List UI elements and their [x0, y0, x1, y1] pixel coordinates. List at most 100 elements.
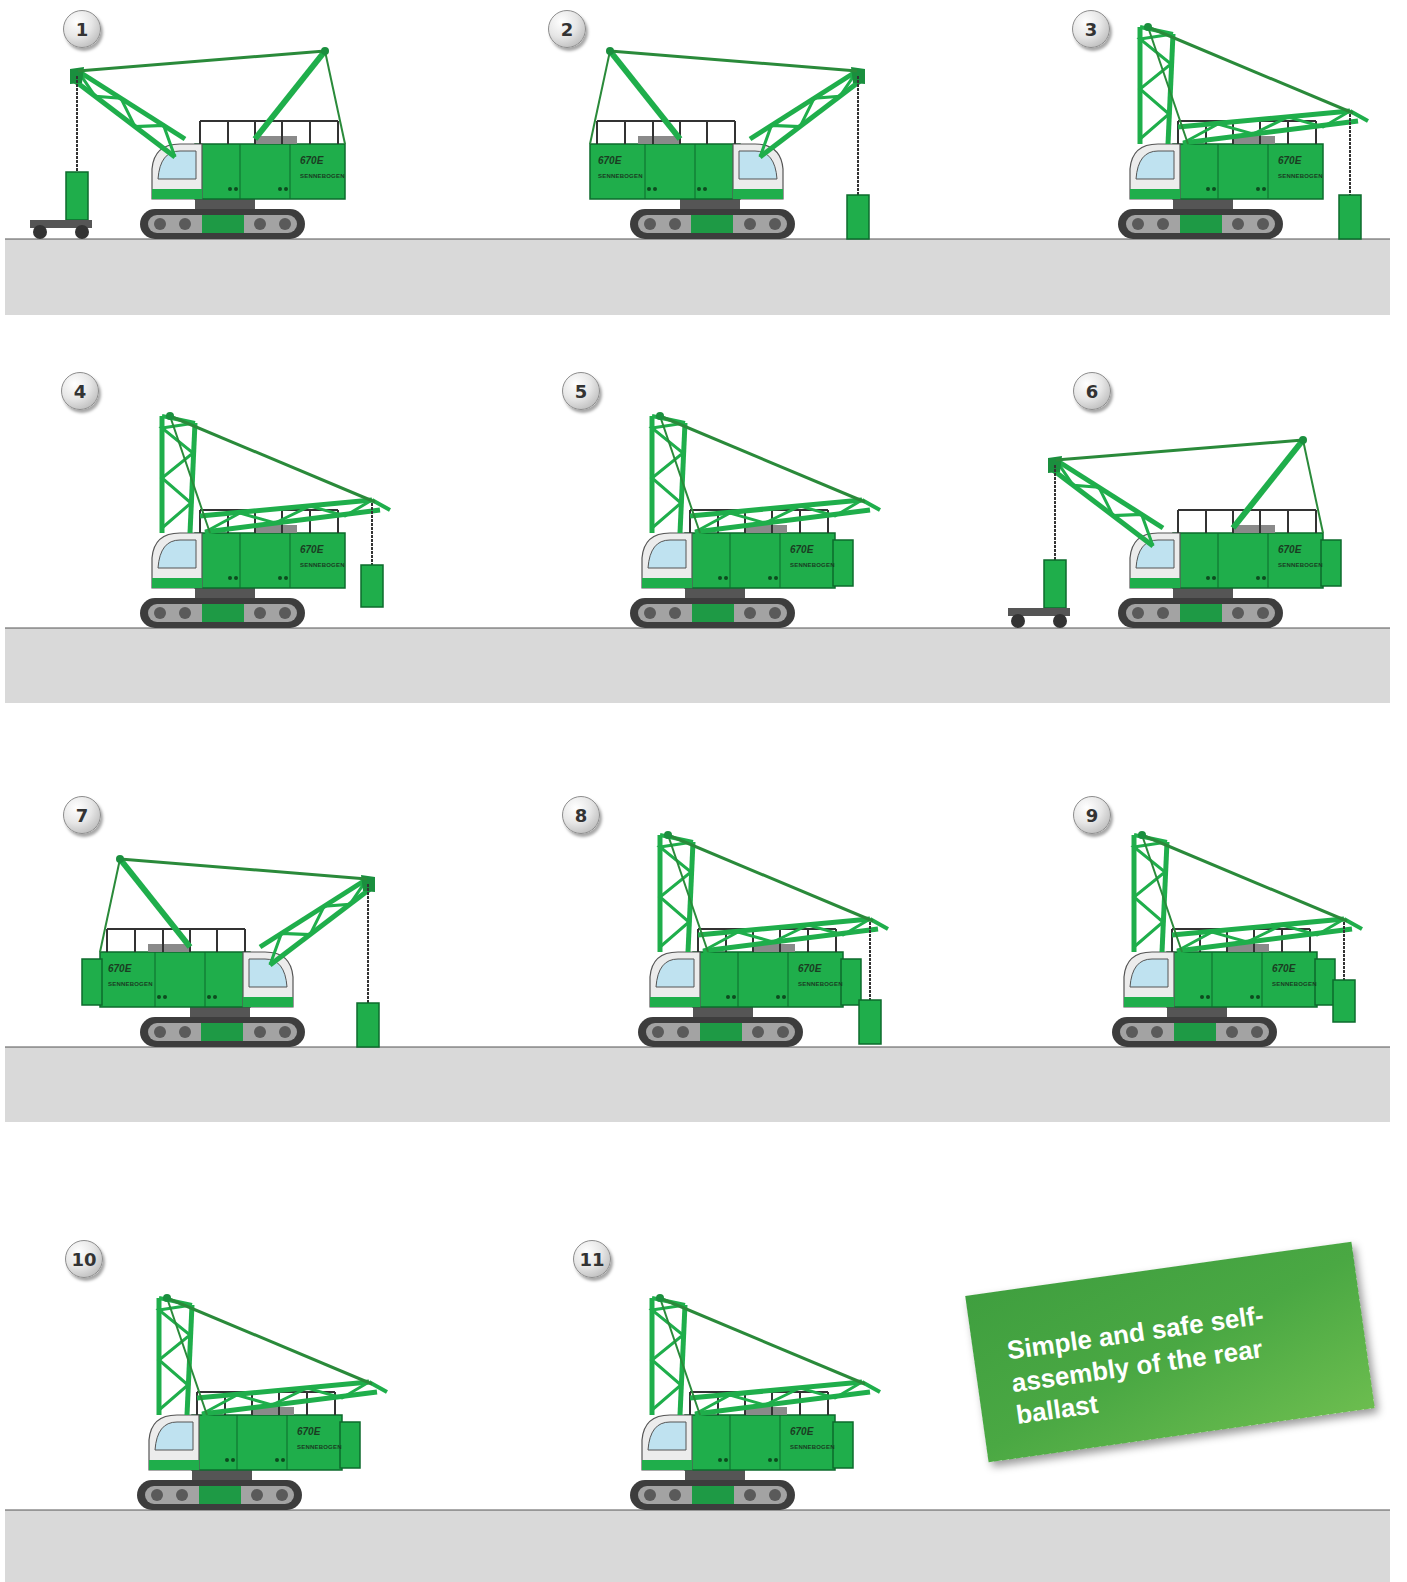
crane-part: [1054, 465, 1056, 560]
crane-part: [642, 1392, 835, 1470]
crane: [82, 855, 375, 1047]
model-mark: 670E: [300, 155, 323, 166]
step-number: 7: [63, 796, 101, 834]
crane-part: [1118, 588, 1283, 628]
crane-part: [5, 1047, 1390, 1122]
crane: [638, 831, 888, 1047]
crane-part: [82, 959, 102, 1005]
brand-mark: SENNEBOGEN: [108, 981, 153, 987]
step-number: 8: [562, 796, 600, 834]
banner-text: Simple and safe self-assembly of the rea…: [1005, 1290, 1337, 1431]
crane-part: [140, 588, 305, 628]
model-mark: 670E: [1272, 963, 1295, 974]
step-label: 7: [76, 805, 89, 826]
crane-part: [149, 1392, 342, 1470]
crane-part: [70, 47, 345, 157]
step-label: 9: [1086, 805, 1099, 826]
ballast-trolleys: [30, 220, 1070, 628]
crane-part: [162, 412, 390, 533]
brand-mark: SENNEBOGEN: [300, 562, 345, 568]
step-label: 10: [71, 1249, 96, 1270]
crane: [1118, 23, 1368, 239]
crane-part: [100, 855, 375, 965]
crane-part: [630, 588, 795, 628]
crane: [1048, 436, 1341, 628]
crane-part: [100, 929, 293, 1007]
model-mark: 670E: [1278, 544, 1301, 555]
crane-part: [1118, 199, 1283, 239]
crane-part: [152, 510, 345, 588]
model-mark: 670E: [598, 155, 621, 166]
crane-part: [159, 1294, 387, 1415]
crane-part: [340, 1422, 360, 1468]
crane: [1112, 831, 1362, 1047]
hoist-lines: [77, 76, 1350, 1003]
crane-part: [638, 1007, 803, 1047]
crane-part: [1130, 121, 1323, 199]
crane-part: [1321, 540, 1341, 586]
step-number: 9: [1073, 796, 1111, 834]
crane-part: [857, 76, 859, 195]
crane-part: [652, 1294, 880, 1415]
crane-part: [1011, 614, 1025, 628]
step-label: 3: [1085, 19, 1098, 40]
step-label: 2: [561, 19, 574, 40]
ground-bands: [5, 239, 1390, 1582]
step-number: 2: [548, 10, 586, 48]
ground-lines: [5, 239, 1390, 1510]
model-mark: 670E: [297, 1426, 320, 1437]
crane-part: [590, 121, 783, 199]
crane: [630, 412, 880, 628]
crane-part: [76, 76, 78, 172]
crane-part: [5, 1510, 1390, 1582]
crane-part: [152, 121, 345, 199]
crane-part: [650, 929, 843, 1007]
brand-mark: SENNEBOGEN: [790, 1444, 835, 1450]
crane-part: [140, 1007, 305, 1047]
crane-part: [590, 47, 865, 157]
crane-part: [1339, 195, 1361, 239]
crane-part: [1349, 114, 1351, 195]
model-mark: 670E: [790, 1426, 813, 1437]
step-number: 6: [1073, 372, 1111, 410]
step-label: 4: [74, 381, 87, 402]
crane-part: [630, 199, 795, 239]
step-number: 1: [63, 10, 101, 48]
crane-part: [1130, 510, 1323, 588]
model-mark: 670E: [1278, 155, 1301, 166]
crane-part: [1343, 922, 1345, 980]
model-mark: 670E: [798, 963, 821, 974]
crane-part: [371, 503, 373, 565]
step-label: 6: [1086, 381, 1099, 402]
crane-part: [630, 1470, 795, 1510]
crane: [140, 412, 390, 628]
brand-mark: SENNEBOGEN: [1278, 562, 1323, 568]
crane-part: [642, 510, 835, 588]
step-label: 11: [579, 1249, 604, 1270]
crane-part: [66, 172, 88, 220]
brand-mark: SENNEBOGEN: [598, 173, 643, 179]
brand-mark: SENNEBOGEN: [300, 173, 345, 179]
brand-mark: SENNEBOGEN: [798, 981, 843, 987]
crane-part: [859, 1000, 881, 1044]
crane-part: [1134, 831, 1362, 952]
crane-part: [367, 884, 369, 1003]
crane-part: [1124, 929, 1317, 1007]
brand-mark: SENNEBOGEN: [1278, 173, 1323, 179]
brand-mark: SENNEBOGEN: [790, 562, 835, 568]
crane-part: [33, 225, 47, 239]
crane-part: [361, 565, 383, 607]
crane: [590, 47, 865, 239]
title-banner: Simple and safe self-assembly of the rea…: [965, 1242, 1375, 1463]
crane-part: [841, 959, 861, 1005]
crane-part: [1112, 1007, 1277, 1047]
crane-part: [357, 1003, 379, 1047]
crane-part: [869, 922, 871, 1000]
ballast-blocks: [66, 172, 1361, 1047]
crane-part: [1315, 959, 1335, 1005]
crane-part: [833, 540, 853, 586]
step-label: 5: [575, 381, 588, 402]
crane-part: [652, 412, 880, 533]
crane-part: [1333, 980, 1355, 1022]
